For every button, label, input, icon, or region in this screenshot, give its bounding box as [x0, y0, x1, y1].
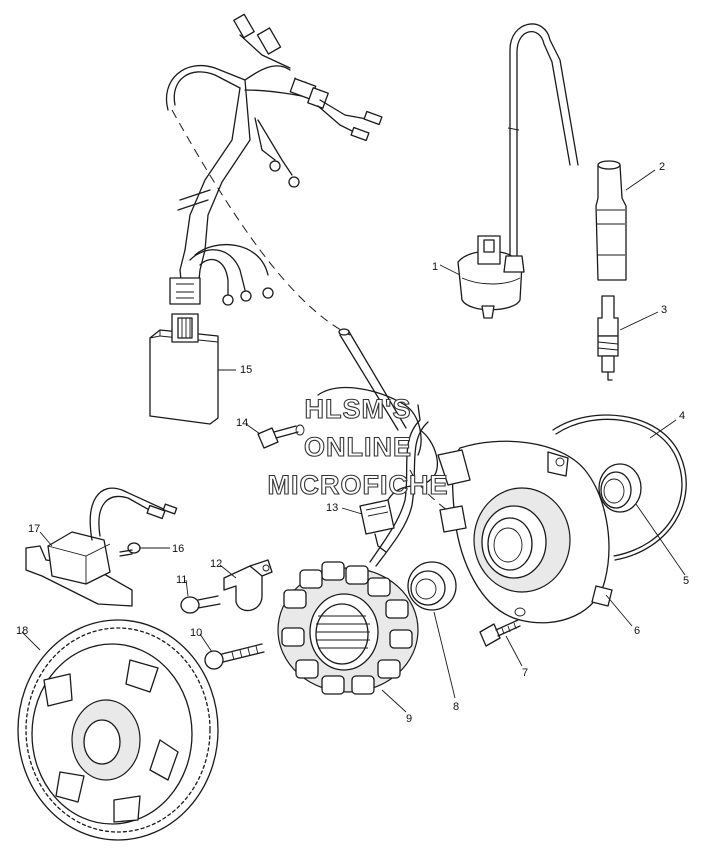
assembly-guide-line [171, 109, 351, 336]
screw-clamp [180, 595, 221, 614]
voltage-regulator [25, 487, 178, 607]
bolt-pickup [257, 424, 305, 449]
callout-10: 10 [190, 627, 202, 639]
stator-plate [437, 440, 613, 624]
callout-leader-lines [21, 169, 686, 713]
bolt-regulator [119, 542, 141, 557]
oil-seal-large [598, 463, 642, 513]
callout-2: 2 [659, 161, 665, 173]
callout-labels: 1 2 3 4 5 6 7 8 9 10 11 12 13 14 15 16 1… [16, 161, 689, 725]
pickup-coil [317, 387, 439, 553]
callout-1: 1 [432, 261, 438, 273]
watermark: HLSM'S ONLINE MICROFICHE [267, 393, 449, 500]
callout-14: 14 [236, 417, 248, 429]
screw-stator [204, 643, 265, 670]
watermark-line-1: HLSM'S [305, 394, 412, 424]
callout-13: 13 [326, 502, 338, 514]
callout-5: 5 [683, 575, 689, 587]
callout-11: 11 [176, 574, 187, 586]
callout-8: 8 [453, 701, 459, 713]
spark-plug [597, 295, 619, 381]
callout-16: 16 [172, 543, 184, 555]
callout-4: 4 [679, 410, 685, 422]
bolt-stator-plate [479, 619, 521, 647]
callout-15: 15 [240, 364, 252, 376]
callout-9: 9 [406, 713, 412, 725]
ignition-coil [457, 23, 579, 319]
cdi-module [149, 313, 219, 425]
callout-12: 12 [210, 558, 222, 570]
callout-18: 18 [16, 625, 28, 637]
oil-seal-small [407, 561, 457, 611]
callout-3: 3 [661, 304, 667, 316]
stator-assembly [277, 328, 429, 695]
callout-6: 6 [634, 625, 640, 637]
callout-7: 7 [522, 667, 528, 679]
watermark-line-2: ONLINE [304, 432, 412, 462]
spark-plug-cap [595, 160, 627, 281]
callout-17: 17 [28, 523, 40, 535]
o-ring [552, 414, 687, 561]
watermark-line-3: MICROFICHE [268, 470, 449, 500]
flywheel [17, 619, 219, 841]
wire-clamp [223, 559, 273, 612]
wiring-harness [165, 13, 383, 306]
